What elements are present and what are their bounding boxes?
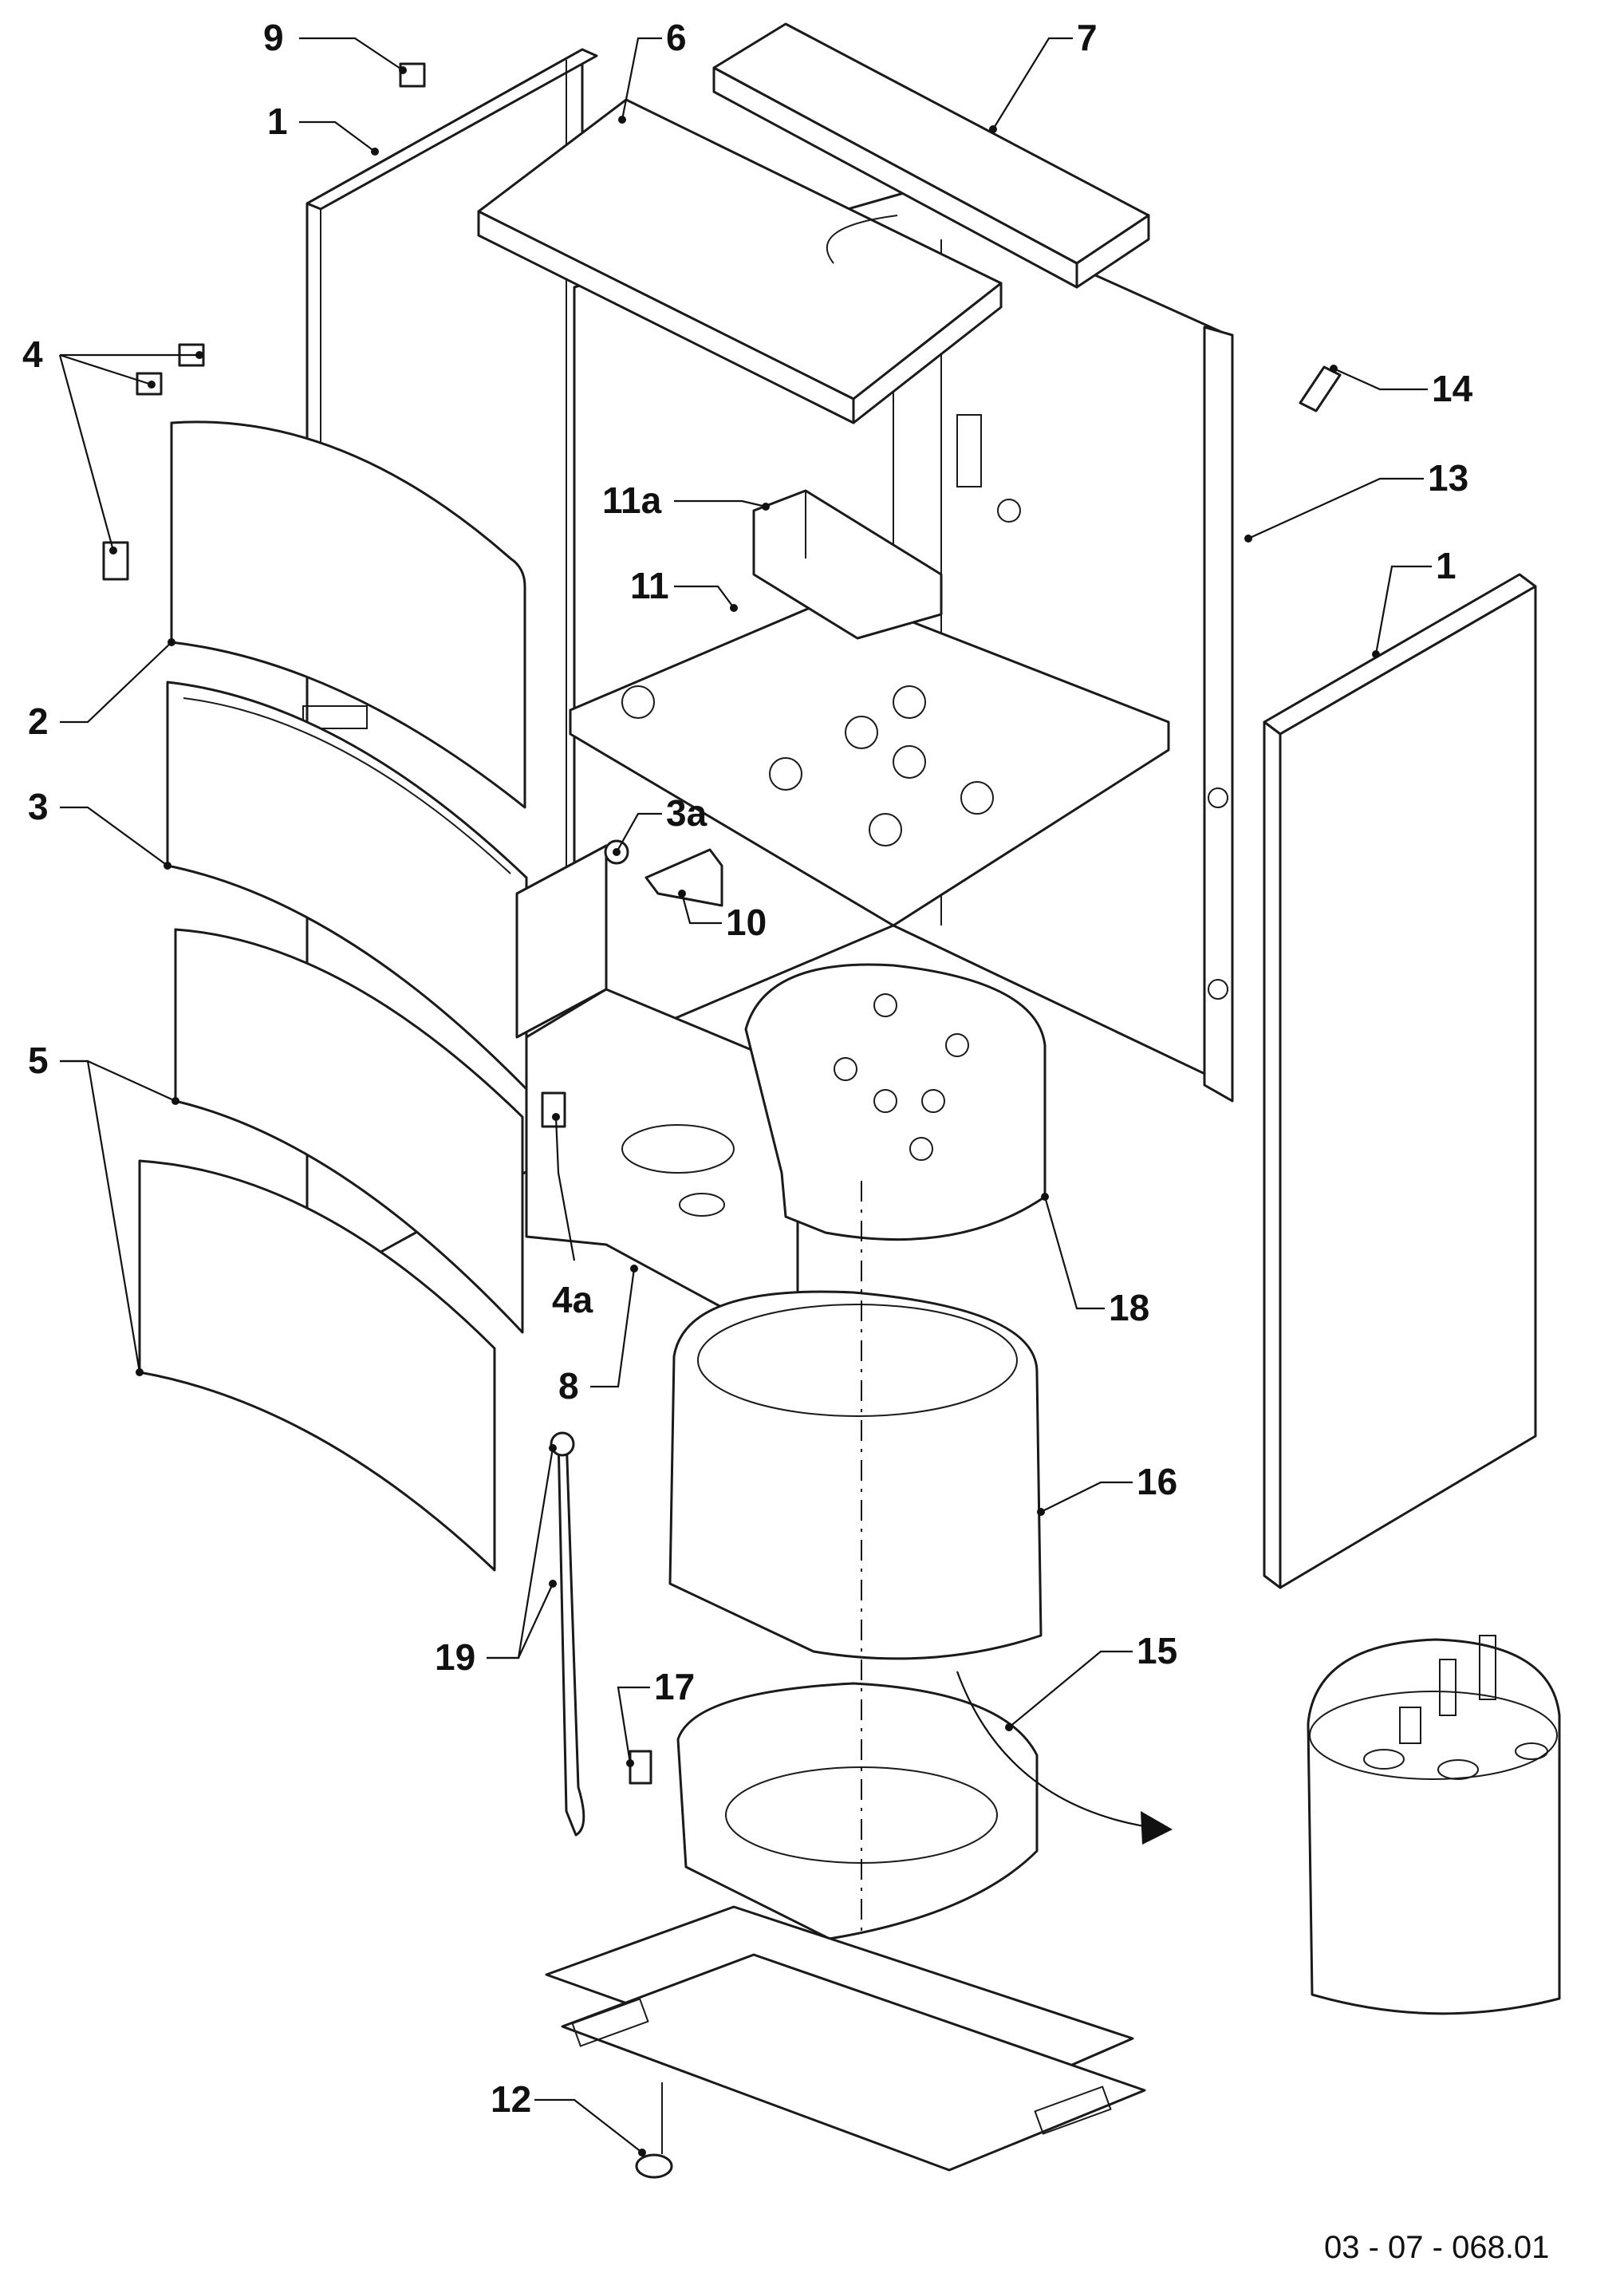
- side-panel-13: [1203, 326, 1234, 1103]
- callout-3: 3: [28, 786, 49, 827]
- callout-7: 7: [1077, 17, 1098, 58]
- callout-8: 8: [558, 1365, 579, 1407]
- callout-14: 14: [1432, 368, 1473, 409]
- callout-5: 5: [28, 1040, 49, 1081]
- top-cover-rear: [712, 22, 1150, 289]
- clip-4a: [541, 1091, 566, 1128]
- rod-19: [550, 1431, 585, 1837]
- front-panel-lower-upper: [174, 928, 524, 1334]
- hot-water-cylinder: [1307, 1635, 1561, 2015]
- drawing-reference: 03 - 07 - 068.01: [1324, 2230, 1549, 2265]
- clip-10: [644, 848, 723, 907]
- base-ring: [676, 1682, 1039, 1940]
- callout-10: 10: [726, 902, 767, 943]
- callout-18: 18: [1109, 1287, 1149, 1328]
- callout-4a: 4a: [552, 1279, 593, 1320]
- insulation-ring: [668, 1290, 1043, 1660]
- front-panel-lower-bottom: [138, 1159, 496, 1572]
- callout-13: 13: [1428, 457, 1468, 499]
- callout-19: 19: [435, 1636, 475, 1678]
- insulation-top: [744, 963, 1047, 1241]
- removal-arrow: [956, 1671, 1173, 1845]
- callout-4: 4: [22, 333, 43, 375]
- sensor-17: [629, 1750, 652, 1785]
- foot-12: [635, 2082, 673, 2179]
- screw-14: [1299, 365, 1342, 412]
- callout-1-left: 1: [267, 101, 288, 142]
- bracket-11a: [752, 489, 943, 640]
- mounting-plate: [569, 593, 1170, 927]
- front-panel-top: [170, 420, 526, 809]
- base-plate: [545, 1905, 1146, 2172]
- callout-6: 6: [666, 17, 687, 58]
- callout-1-right: 1: [1436, 545, 1456, 586]
- side-panel-right: [1263, 573, 1537, 1589]
- callout-11a: 11a: [602, 479, 662, 521]
- callout-12: 12: [491, 2078, 531, 2120]
- top-plate: [477, 98, 1003, 424]
- callout-3a: 3a: [666, 792, 708, 834]
- callout-16: 16: [1137, 1461, 1177, 1502]
- callout-15: 15: [1137, 1630, 1177, 1671]
- callout-9: 9: [263, 17, 284, 58]
- callout-labels: 9 1 6 7 4 14 13 11a 11 1 2 3 3a 10 5 4a …: [22, 17, 1473, 2120]
- callout-11: 11: [630, 565, 669, 606]
- callout-17: 17: [654, 1666, 695, 1707]
- leader-lines: [58, 37, 1432, 2157]
- control-panel: [515, 844, 799, 1350]
- front-panel-middle: [166, 681, 528, 1091]
- callout-2: 2: [28, 700, 49, 742]
